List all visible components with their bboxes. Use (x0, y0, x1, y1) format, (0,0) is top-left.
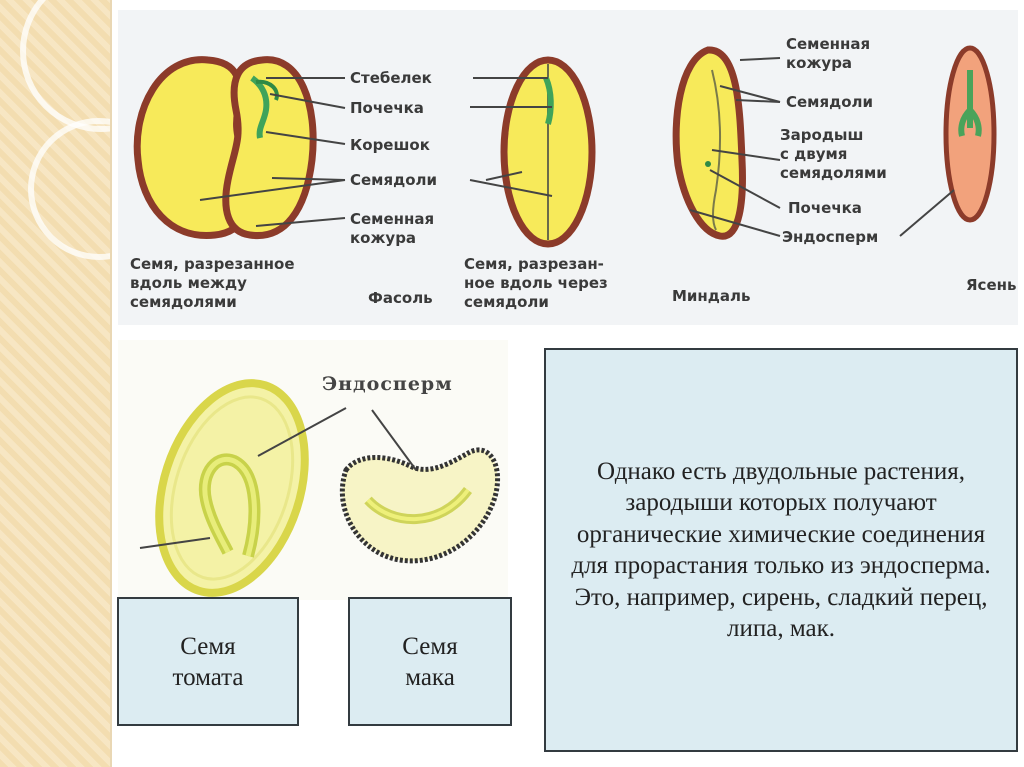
caption-almond: Миндаль (672, 287, 751, 305)
tomato-seed-box: Семя томата (117, 597, 299, 726)
label-endosperm: Эндосперм (782, 228, 879, 246)
poppy-seed-text: Семя мака (402, 632, 458, 691)
bean-seed-section (500, 56, 596, 248)
label-seed-coat: Семенная кожура (350, 210, 435, 247)
label-bud-right: Почечка (788, 199, 862, 217)
label-embryo: Зародыш с двумя семядолями (780, 126, 887, 182)
decorative-side-strip (0, 0, 110, 767)
label-cotyledons: Семядоли (350, 171, 437, 189)
label-cotyledons-right: Семядоли (786, 93, 873, 111)
almond-seed (672, 46, 746, 240)
label-root: Корешок (350, 136, 430, 154)
info-text: Однако есть двудольные растения, зародыш… (571, 457, 991, 643)
caption-bean: Фасоль (368, 289, 433, 307)
tomato-seed (139, 379, 347, 597)
poppy-seed-box: Семя мака (348, 597, 512, 726)
bean-seed-right-half (222, 56, 317, 240)
poppy-seed (339, 409, 500, 564)
caption-cut-between: Семя, разрезанное вдоль между семядолями (130, 255, 295, 311)
label-endosperm-bottom: Эндосперм (322, 373, 453, 395)
caption-cut-through: Семя, разрезан- ное вдоль через семядоли (464, 255, 608, 311)
leader-lines-top (199, 57, 955, 237)
slide-edge (110, 0, 112, 767)
label-seed-coat-right: Семенная кожура (786, 35, 871, 72)
ash-seed (943, 45, 997, 223)
label-stem: Стебелек (350, 69, 432, 87)
caption-ash: Ясень (966, 276, 1017, 294)
info-text-box: Однако есть двудольные растения, зародыш… (544, 348, 1018, 752)
label-bud: Почечка (350, 99, 424, 117)
tomato-seed-text: Семя томата (172, 632, 244, 691)
